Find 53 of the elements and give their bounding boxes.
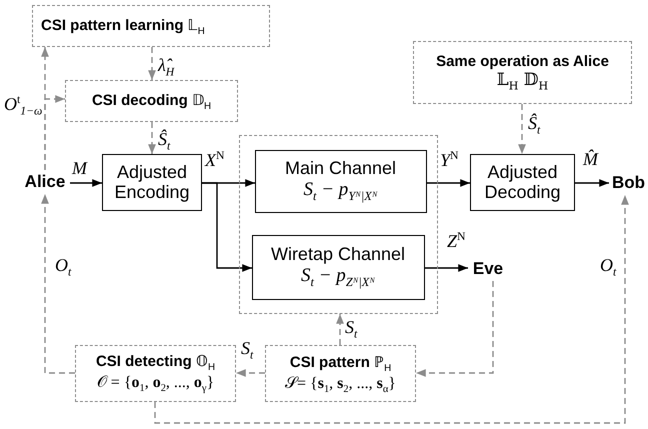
dashed-arrow: [416, 281, 494, 377]
arrow: [70, 179, 102, 187]
dashed-arrow: [236, 369, 265, 377]
box-title: CSI detecting 𝕆$_{H}$: [96, 352, 216, 374]
dashed-box: [65, 80, 238, 122]
arrow: [425, 264, 468, 272]
box-title: CSI pattern learning 𝕃$_{H}$: [41, 16, 205, 36]
edge-label: M̂: [583, 150, 598, 168]
process-box: [252, 234, 424, 300]
dashed-arrow: [148, 122, 156, 154]
dashed-box: [32, 5, 270, 47]
node-label: Bob: [612, 173, 646, 193]
edge-label: Ŝ$_{t}$: [158, 130, 170, 152]
formula-text: 𝒮= {s$_{1}$, s$_{2}$, ..., s$_{α}$}: [285, 374, 396, 396]
dashed-arrow: [148, 47, 156, 80]
process-box: [470, 154, 575, 211]
edge-label: S$_{t}$: [241, 339, 254, 362]
dashed-box: [239, 135, 438, 314]
dashed-arrow: [154, 195, 629, 424]
edge-label: λ̂$_{H}$: [158, 56, 174, 78]
dashed-box: [265, 345, 416, 402]
edge-label: O$_{t}$: [600, 256, 616, 278]
edge-label: S$_{t}$: [345, 318, 358, 340]
formula-text: 𝒪 = {o$_{1}$, o$_{2}$, ..., o$_{γ}$}: [96, 373, 214, 395]
process-box: [102, 154, 202, 211]
node-label: Alice: [24, 172, 66, 192]
box-title: CSI pattern ℙ$_{H}$: [290, 353, 392, 374]
box-title: Wiretap Channel: [270, 244, 406, 264]
arrow: [427, 179, 470, 187]
symbol-text: 𝕃$_{H}$ 𝔻$_{H}$: [496, 70, 548, 92]
dashed-arrow: [41, 194, 75, 374]
edge-label: Y$^{N}$: [440, 150, 458, 169]
box-title: Adjusted Decoding: [483, 162, 562, 202]
box-title: Main Channel: [284, 158, 396, 178]
edge-label: Ŝ$_{t}$: [528, 114, 540, 136]
edge-label: O$_{t}$: [55, 256, 72, 278]
process-box: [254, 150, 426, 212]
arrow: [202, 182, 252, 272]
edge-label: Z$^{N}$: [447, 231, 466, 250]
dashed-box: [413, 41, 632, 104]
formula-text: S$_{t}$ − p$_{Zᴺ|Xᴺ}$: [301, 264, 375, 290]
formula-text: S$_{t}$ − p$_{Yᴺ|Xᴺ}$: [304, 178, 378, 204]
dashed-arrow: [518, 104, 526, 154]
edge-label: X$^{N}$: [205, 150, 224, 169]
box-title: Same operation as Alice: [436, 52, 609, 70]
arrow: [575, 179, 609, 187]
box-title: CSI decoding 𝔻$_{H}$: [92, 90, 212, 112]
dashed-box: [75, 345, 236, 402]
dashed-arrow: [336, 314, 344, 345]
edge-label: M: [72, 159, 87, 177]
box-title: Adjusted Encoding: [113, 162, 191, 202]
node-label: Eve: [472, 259, 504, 279]
dashed-arrow: [44, 95, 65, 170]
